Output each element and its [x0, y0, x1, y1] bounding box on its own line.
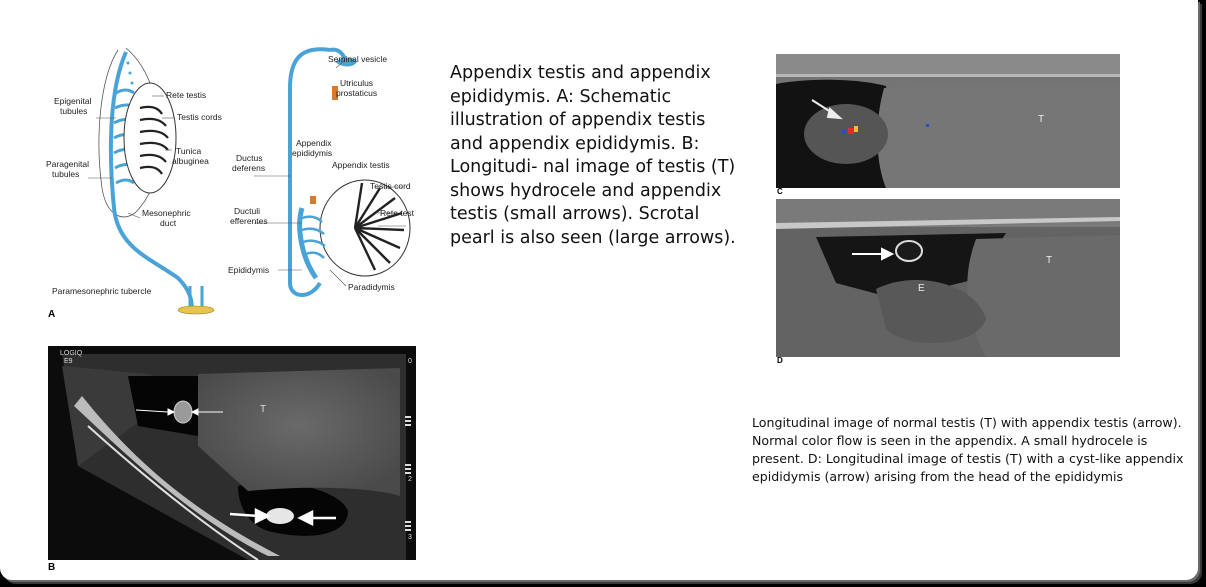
label-testis-cord: Testis cord — [370, 181, 411, 191]
label-utriculus-1: Utriculus — [340, 78, 374, 88]
label-epididymis: Epididymis — [228, 265, 270, 275]
label-paradidymis: Paradidymis — [348, 282, 395, 292]
figure-a-schematic: Epigenital tubules Rete testis Testis co… — [40, 38, 430, 328]
label-appendix-epididymis-2: epididymis — [292, 148, 333, 158]
label-paragenital-1: Paragenital — [46, 159, 90, 169]
label-ductuli-2: efferentes — [230, 216, 268, 226]
machine-label-2: E9 — [64, 358, 73, 365]
ultrasound-d-image — [776, 199, 1120, 357]
ultrasound-c-image — [776, 54, 1120, 188]
label-mesonephric-2: duct — [160, 218, 177, 228]
schematic-drawing — [88, 47, 411, 315]
label-paramesonephric: Paramesonephric tubercle — [52, 286, 152, 296]
panel-letter-a: A — [48, 309, 56, 320]
label-utriculus-2: prostaticus — [336, 88, 378, 98]
label-rete-test: Rete test — [380, 208, 415, 218]
depth-2: 2 — [408, 476, 412, 483]
label-tunica-1: Tunica — [176, 146, 202, 156]
label-rete-testis: Rete testis — [166, 90, 207, 100]
panel-letter-c: C — [777, 187, 783, 196]
machine-label-1: LOGIQ — [60, 350, 83, 357]
label-epigenital-1: Epigenital — [54, 96, 92, 106]
depth-0: 0 — [408, 358, 412, 365]
panel-letter-b: B — [48, 562, 56, 573]
label-paragenital-2: tubules — [52, 169, 80, 179]
caption-main: Appendix testis and appendix epididymis.… — [450, 63, 736, 248]
testis-marker-c: T — [1038, 114, 1045, 125]
label-testis-cords: Testis cords — [177, 112, 222, 122]
testis-marker-d: T — [1046, 255, 1053, 266]
label-appendix-testis: Appendix testis — [332, 160, 390, 170]
figure-d-ultrasound: T E — [776, 199, 1120, 357]
label-ductuli-1: Ductuli — [234, 206, 260, 216]
testis-marker-b: T — [260, 404, 267, 415]
label-mesonephric-1: Mesonephric — [142, 208, 191, 218]
panel-letter-d: D — [777, 356, 783, 365]
epididymis-marker-d: E — [918, 283, 925, 294]
label-appendix-epididymis-1: Appendix — [296, 138, 332, 148]
label-seminal-vesicle: Seminal vesicle — [328, 54, 388, 64]
label-ductus-deferens-2: deferens — [232, 163, 266, 173]
figure-c-ultrasound: T — [776, 54, 1120, 188]
label-ductus-deferens-1: Ductus — [236, 153, 263, 163]
label-tunica-2: albuginea — [172, 156, 209, 166]
figure-b-ultrasound: LOGIQ E9 T 0 2 3 — [48, 346, 416, 560]
caption-small: Longitudinal image of normal testis (T) … — [752, 415, 1184, 484]
label-epigenital-2: tubules — [60, 106, 88, 116]
ultrasound-b-image — [62, 354, 411, 560]
depth-3: 3 — [408, 534, 412, 541]
